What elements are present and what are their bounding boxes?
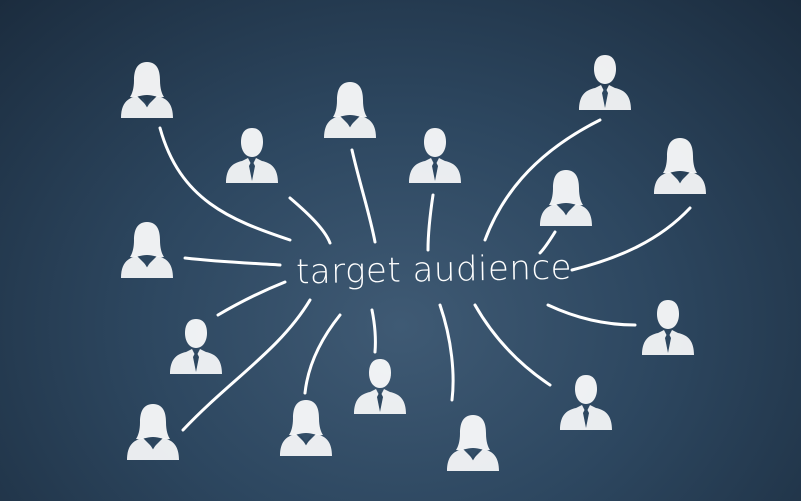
person-male-icon xyxy=(226,128,278,183)
connector-lines xyxy=(158,118,692,432)
person-female-icon xyxy=(446,414,500,472)
person-male-icon xyxy=(170,319,222,374)
person-male-icon xyxy=(642,300,694,355)
person-female-icon xyxy=(120,221,174,279)
target-audience-label: target audience xyxy=(295,247,573,293)
person-male-icon xyxy=(579,55,631,110)
person-female-icon xyxy=(539,169,593,227)
person-male-icon xyxy=(409,128,461,183)
person-female-icon xyxy=(323,81,377,139)
person-female-icon xyxy=(120,61,174,119)
person-female-icon xyxy=(126,403,180,461)
person-female-icon xyxy=(279,399,333,457)
person-female-icon xyxy=(653,137,707,195)
person-male-icon xyxy=(354,359,406,414)
person-male-icon xyxy=(560,375,612,430)
